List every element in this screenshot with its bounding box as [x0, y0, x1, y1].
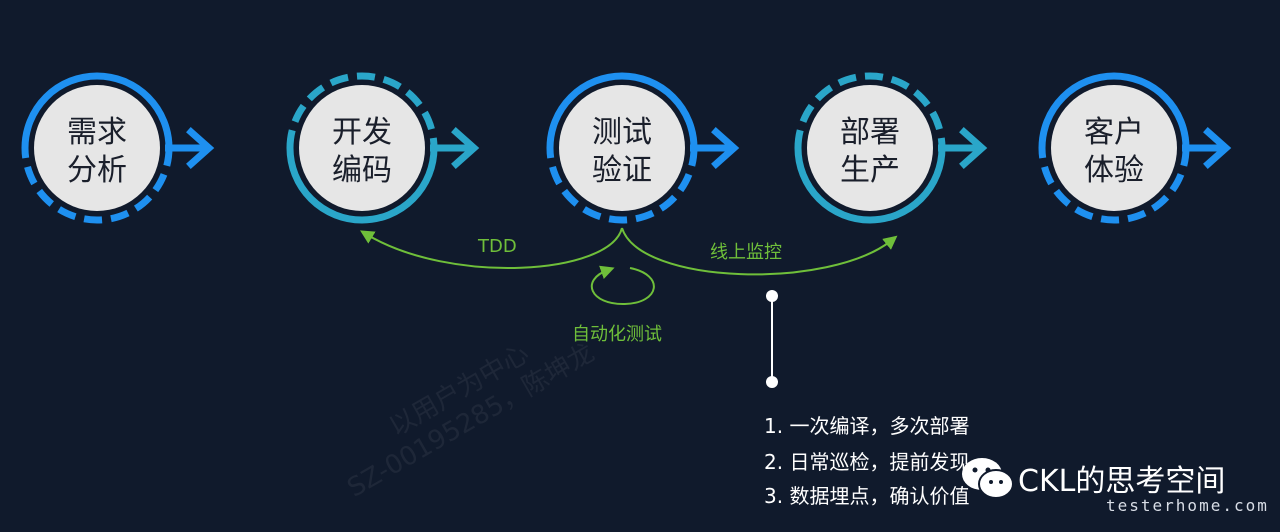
- stage-label-line1: 开发: [332, 115, 392, 150]
- stage-circle: [34, 85, 160, 211]
- ring-upper-arc: [286, 72, 438, 149]
- stage-label-line1: 客户: [1084, 115, 1144, 150]
- stage-circle: [299, 85, 425, 211]
- tdd-label: TDD: [477, 236, 517, 257]
- monitor-label: 线上监控: [710, 242, 782, 263]
- ring-lower-arc: [546, 147, 698, 224]
- ring-upper-arc: [546, 72, 698, 149]
- stage-label-line2: 分析: [67, 153, 127, 188]
- stage-circle: [559, 85, 685, 211]
- stage-label-line2: 生产: [840, 153, 900, 188]
- flow-arrow-head: [451, 127, 480, 169]
- stage-label-line2: 验证: [592, 153, 652, 188]
- auto-test-label: 自动化测试: [572, 324, 662, 345]
- ring-upper-arc: [21, 72, 173, 149]
- stage-label-line2: 编码: [332, 153, 392, 188]
- note-item-3: 3. 数据埋点，确认价值: [764, 484, 970, 508]
- stage-circle: [807, 85, 933, 211]
- flow-arrow-head: [1203, 127, 1232, 169]
- stage-label-line1: 需求: [67, 115, 127, 150]
- connector-bottom-dot: [766, 376, 778, 388]
- stage-circle: [1051, 85, 1177, 211]
- ring-lower-arc: [1038, 147, 1190, 224]
- ring-lower-arc: [21, 147, 173, 224]
- stage-label-line1: 测试: [592, 115, 652, 150]
- brand-title: CKL的思考空间: [1018, 464, 1226, 499]
- brand-subtitle: testerhome.com: [1106, 496, 1269, 515]
- ring-upper-arc: [1038, 72, 1190, 149]
- stage-label-line1: 部署: [840, 115, 900, 150]
- connector-top-dot: [766, 290, 778, 302]
- note-item-2: 2. 日常巡检，提前发现: [764, 450, 970, 474]
- ring-lower-arc: [286, 147, 438, 224]
- flow-arrow-head: [186, 127, 215, 169]
- monitor-arrow: [621, 227, 898, 276]
- stage-label-line2: 体验: [1084, 153, 1144, 188]
- flow-arrow-head: [959, 127, 988, 169]
- tdd-arrow: [360, 227, 623, 269]
- ring-upper-arc: [794, 72, 946, 149]
- note-item-1: 1. 一次编译，多次部署: [764, 414, 970, 438]
- auto-test-loop-arrow: [590, 265, 655, 306]
- wechat-icon: [962, 458, 1014, 499]
- ring-lower-arc: [794, 147, 946, 224]
- flow-arrow-head: [711, 127, 740, 169]
